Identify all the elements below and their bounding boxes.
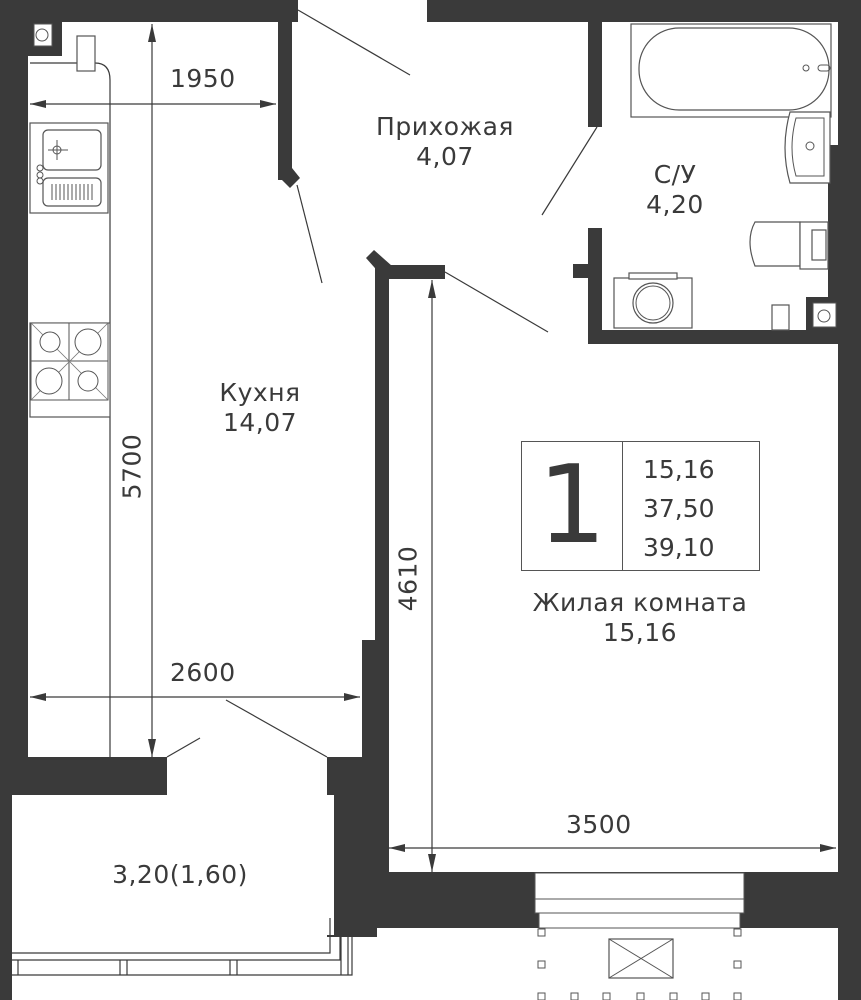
dimension-kitchen-length: 5700	[117, 433, 147, 500]
room-name: Кухня	[219, 378, 301, 407]
dimension-kitchen-top-width: 1950	[170, 64, 236, 93]
room-name: Жилая комната	[532, 588, 748, 617]
balcony-outline	[12, 795, 353, 976]
room-label-kitchen: Кухня 14,07	[190, 378, 330, 438]
door-swings	[166, 9, 598, 758]
total-area-with-balcony: 39,10	[643, 533, 715, 562]
apartment-summary: 1 15,16 37,50 39,10	[521, 441, 760, 571]
room-name: Прихожая	[376, 112, 514, 141]
dimension-lines	[30, 24, 836, 872]
room-label-bathroom: С/У 4,20	[620, 160, 730, 220]
dimension-kitchen-bottom-width: 2600	[170, 658, 236, 687]
room-label-hallway: Прихожая 4,07	[340, 112, 550, 172]
room-label-balcony: 3,20(1,60)	[70, 860, 290, 890]
dimension-living-width: 3500	[566, 810, 632, 839]
room-name: С/У	[653, 160, 697, 189]
room-count: 1	[522, 442, 623, 570]
room-area: 15,16	[602, 618, 678, 647]
room-label-living: Жилая комната 15,16	[490, 588, 790, 648]
exterior-markers	[537, 928, 742, 1000]
room-area: 14,07	[222, 408, 298, 437]
room-area: 3,20(1,60)	[112, 860, 248, 889]
living-area: 15,16	[643, 455, 715, 484]
dimension-living-length: 4610	[393, 545, 423, 612]
area-list: 15,16 37,50 39,10	[623, 442, 759, 570]
kitchen-counter	[29, 35, 111, 760]
room-area: 4,07	[416, 142, 474, 171]
total-area: 37,50	[643, 494, 715, 523]
bathroom-fixtures	[613, 23, 832, 331]
room-area: 4,20	[646, 190, 704, 219]
